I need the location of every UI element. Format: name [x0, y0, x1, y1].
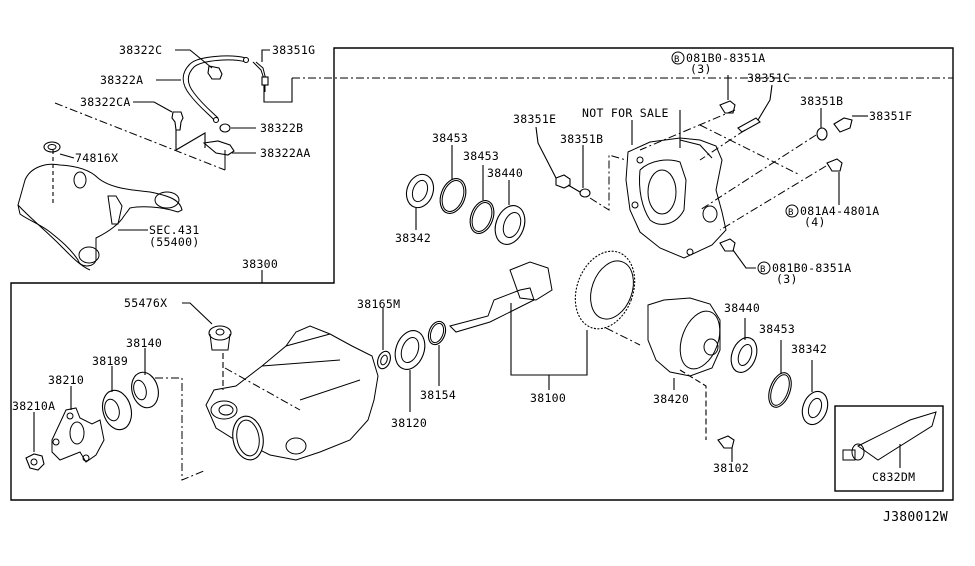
clamp-38322B — [219, 123, 231, 133]
bearing-38440-a — [494, 205, 526, 245]
breather-hose — [182, 55, 247, 122]
label-38322AA: 38322AA — [260, 146, 311, 160]
label-38342-b: 38342 — [791, 342, 827, 356]
label-38351E: 38351E — [513, 112, 556, 126]
bearing-38120 — [394, 330, 426, 370]
sealant-box — [834, 405, 944, 492]
label-38322C: 38322C — [119, 43, 162, 57]
label-sec431: SEC.431 — [149, 223, 200, 237]
svg-text:B: B — [674, 55, 680, 65]
nut-38210A — [25, 453, 45, 471]
label-38453-c: 38453 — [759, 322, 795, 336]
gear-carrier-housing — [205, 325, 379, 461]
side-seal-right — [801, 390, 829, 426]
label-38342-a: 38342 — [395, 231, 431, 245]
label-38440-a: 38440 — [487, 166, 523, 180]
shim-38453-a — [439, 178, 467, 214]
label-38189: 38189 — [92, 354, 128, 368]
differential-case-38420 — [647, 297, 721, 377]
label-38453-a: 38453 — [432, 131, 468, 145]
grommet-74816X — [43, 141, 61, 153]
label-38300: 38300 — [242, 257, 278, 271]
label-74816X: 74816X — [75, 151, 118, 165]
label-38120: 38120 — [391, 416, 427, 430]
bolt-081B0-low — [719, 238, 736, 252]
bracket-38322AA — [202, 140, 235, 156]
label-bolt-mid-qty: (4) — [804, 215, 826, 229]
gasket-38351B-right — [816, 127, 828, 141]
bolt-callout-low: B 081B0-8351A (3) — [757, 261, 851, 286]
collapsible-spacer-38165M — [377, 350, 391, 370]
bearing-38440-b — [730, 337, 758, 373]
label-38351C: 38351C — [747, 71, 790, 85]
drain-plug-38351E — [555, 174, 571, 189]
drive-pinion — [449, 261, 553, 333]
label-bolt-low-qty: (3) — [776, 272, 798, 286]
label-bolt-mid: 081A4-4801A — [800, 204, 879, 218]
ring-gear — [574, 250, 636, 330]
label-sec431-sub: (55400) — [149, 235, 200, 249]
clip-38322CA — [171, 111, 184, 131]
bearing-38140 — [131, 371, 159, 409]
label-38420: 38420 — [653, 392, 689, 406]
label-38351F: 38351F — [869, 109, 912, 123]
diagram-id-code: J380012W — [883, 510, 948, 525]
hose-clip — [207, 65, 223, 80]
breather-38351C — [737, 117, 761, 133]
rear-cover — [625, 137, 727, 259]
label-38140: 38140 — [126, 336, 162, 350]
crossmember — [17, 141, 183, 271]
label-38210A: 38210A — [12, 399, 55, 413]
label-38351G: 38351G — [272, 43, 315, 57]
label-38210: 38210 — [48, 373, 84, 387]
ring-gear-bolt-38102 — [717, 435, 735, 449]
circled-b-icon — [785, 204, 799, 218]
label-38322CA: 38322CA — [80, 95, 131, 109]
bolt-081B0-top — [719, 100, 736, 114]
label-38100: 38100 — [530, 391, 566, 405]
breather-connector — [252, 61, 267, 92]
bolt-callout-mid: B 081A4-4801A (4) — [785, 204, 879, 229]
label-38154: 38154 — [420, 388, 456, 402]
label-55476X: 55476X — [124, 296, 167, 310]
label-38440-b: 38440 — [724, 301, 760, 315]
label-38322B: 38322B — [260, 121, 303, 135]
label-bolt-low: 081B0-8351A — [772, 261, 851, 275]
washer-38154 — [427, 320, 447, 346]
label-38322A: 38322A — [100, 73, 143, 87]
side-seal-left — [405, 173, 435, 209]
shim-38453-c — [768, 372, 792, 408]
main-frame — [10, 47, 954, 501]
breather-hose-group — [171, 55, 293, 170]
label-38453-b: 38453 — [463, 149, 499, 163]
sealant-tube-C832DM — [842, 411, 937, 461]
circled-b-icon — [671, 51, 685, 65]
mount-insulator-55476X — [208, 325, 232, 351]
svg-text:B: B — [760, 265, 766, 275]
svg-text:B: B — [788, 208, 794, 218]
label-38165M: 38165M — [357, 297, 400, 311]
oil-seal-38189 — [101, 389, 133, 431]
label-not-for-sale: NOT FOR SALE — [582, 106, 669, 120]
companion-flange-38210 — [51, 407, 105, 463]
label-38351B-left: 38351B — [560, 132, 603, 146]
label-38102: 38102 — [713, 461, 749, 475]
label-38351B-right: 38351B — [800, 94, 843, 108]
label-bolt-top: 081B0-8351A — [686, 51, 765, 65]
gasket-38351B — [579, 188, 591, 198]
label-bolt-top-qty: (3) — [690, 62, 712, 76]
bolt-081A4 — [826, 158, 843, 172]
shim-38453-b — [469, 200, 495, 234]
label-C832DM: C832DM — [872, 470, 915, 484]
circled-b-icon — [757, 261, 771, 275]
filler-plug-38351F — [833, 117, 853, 133]
bolt-callout-top: B 081B0-8351A (3) — [671, 51, 765, 76]
